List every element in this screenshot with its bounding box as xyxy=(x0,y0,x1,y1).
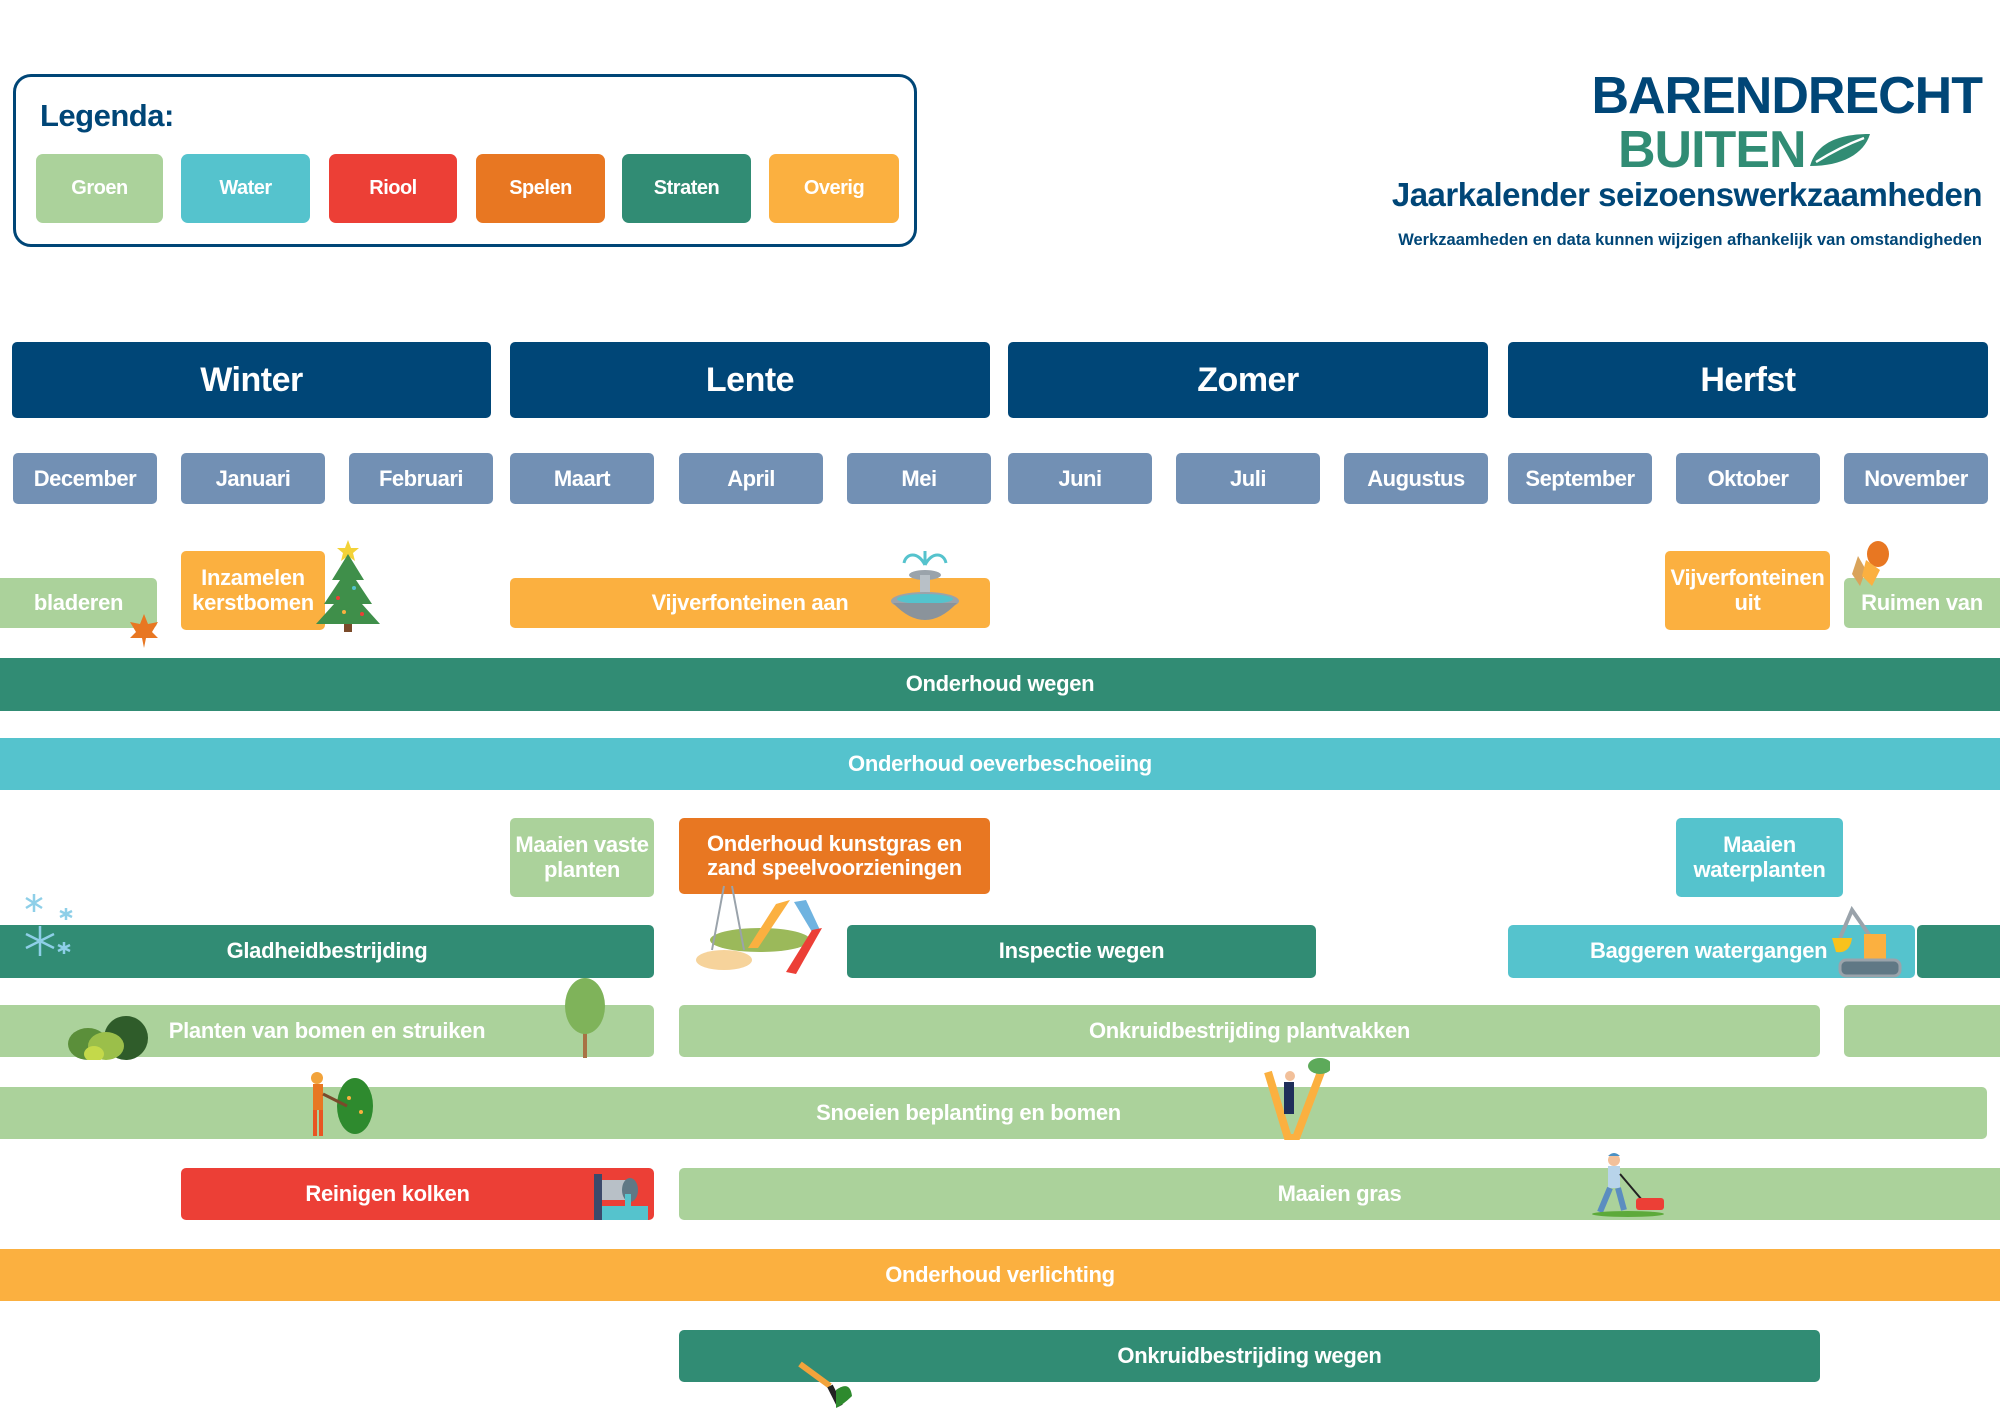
activity-reinigen-kolken: Reinigen kolken xyxy=(181,1168,654,1220)
season-herfst: Herfst xyxy=(1508,342,1988,418)
maple-leaf-icon xyxy=(130,614,158,648)
autumn-leaves-icon xyxy=(1852,541,1889,586)
legend-overig: Overig xyxy=(769,154,899,223)
legend-groen: Groen xyxy=(36,154,163,223)
christmas-tree-icon xyxy=(316,540,380,632)
activity-onkruidbestrijding-wegen: Onkruidbestrijding wegen xyxy=(679,1330,1820,1382)
month-juli: Juli xyxy=(1176,453,1320,504)
page-title: Jaarkalender seizoenswerkzaamheden xyxy=(1391,176,1983,213)
season-lente: Lente xyxy=(510,342,990,418)
lawnmower-icon xyxy=(1592,1153,1664,1217)
logo-buiten: BUITEN xyxy=(1618,121,1807,179)
snowflake-icon xyxy=(25,894,73,956)
legend-title: Legenda: xyxy=(40,98,174,133)
activity-maaien-gras: Maaien gras xyxy=(679,1168,2000,1220)
month-mei: Mei xyxy=(847,453,991,504)
activity-vijverfonteinen-uit: Vijverfonteinen uit xyxy=(1665,551,1830,630)
excavator-icon xyxy=(1832,906,1902,978)
activity-baggeren-watergangen: Baggeren watergangen xyxy=(1508,925,1915,978)
leaf-icon xyxy=(1810,134,1870,166)
month-februari: Februari xyxy=(349,453,493,504)
gardener-pruning-icon xyxy=(311,1072,373,1136)
month-september: September xyxy=(1508,453,1652,504)
bush-icon xyxy=(68,1016,148,1060)
page-subtitle: Werkzaamheden en data kunnen wijzigen af… xyxy=(1398,231,1982,249)
activity-ruimen-van-bladeren: Ruimen van xyxy=(1844,578,2000,628)
month-oktober: Oktober xyxy=(1676,453,1820,504)
legend-straten: Straten xyxy=(622,154,751,223)
activity-onderhoud-wegen: Onderhoud wegen xyxy=(0,658,2000,711)
season-zomer: Zomer xyxy=(1008,342,1488,418)
legend-box xyxy=(13,74,917,247)
month-april: April xyxy=(679,453,823,504)
drain-pipe-icon xyxy=(594,1174,648,1220)
activity-maaien-vaste-planten: Maaien vaste planten xyxy=(510,818,654,897)
activity-onderhoud-kunstgras: Onderhoud kunstgras en zand speelvoorzie… xyxy=(679,818,990,894)
month-maart: Maart xyxy=(510,453,654,504)
activity-snoeien: Snoeien beplanting en bomen xyxy=(0,1087,1987,1139)
month-augustus: Augustus xyxy=(1344,453,1488,504)
activity-groen-continuation xyxy=(1844,1005,2000,1057)
month-januari: Januari xyxy=(181,453,325,504)
activity-gladheidbestrijding: Gladheidbestrijding xyxy=(0,925,654,978)
tree-icon xyxy=(565,978,605,1058)
legend-spelen: Spelen xyxy=(476,154,605,223)
playground-icon xyxy=(696,885,822,974)
activity-bladeren: bladeren xyxy=(0,578,157,628)
month-december: December xyxy=(13,453,157,504)
legend-water: Water xyxy=(181,154,310,223)
legend-riool: Riool xyxy=(329,154,457,223)
weed-hoe-icon xyxy=(798,1361,852,1408)
activity-inspectie-wegen: Inspectie wegen xyxy=(847,925,1316,978)
activity-straten-continuation xyxy=(1917,925,2000,978)
tree-climber-icon xyxy=(1264,1058,1330,1140)
activity-maaien-waterplanten: Maaien waterplanten xyxy=(1676,818,1843,897)
activity-inzamelen-kerstbomen: Inzamelen kerstbomen xyxy=(181,551,325,630)
season-winter: Winter xyxy=(12,342,491,418)
month-juni: Juni xyxy=(1008,453,1152,504)
fountain-icon xyxy=(891,551,959,620)
activity-onderhoud-oeverbeschoeiing: Onderhoud oeverbeschoeiing xyxy=(0,738,2000,790)
activity-onkruidbestrijding-plantvakken: Onkruidbestrijding plantvakken xyxy=(679,1005,1820,1057)
logo-barendrecht: BARENDRECHT xyxy=(1591,67,1983,125)
month-november: November xyxy=(1844,453,1988,504)
activity-onderhoud-verlichting: Onderhoud verlichting xyxy=(0,1249,2000,1301)
